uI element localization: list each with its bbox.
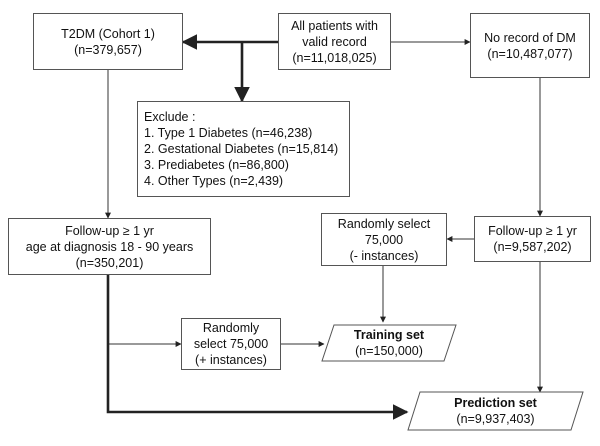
training-set-shape [321, 324, 457, 362]
exclude-other: 4. Other Types (n=2,439) [144, 174, 284, 188]
all-patients-box: All patients with valid record (n=11,018… [278, 13, 391, 70]
followup-nodm-criterion: Follow-up ≥ 1 yr [488, 224, 577, 238]
random-positive-line-1: Randomly [202, 321, 260, 335]
followup-t2dm-count: (n=350,201) [75, 255, 144, 270]
random-negative-line-1: Randomly select [337, 216, 431, 231]
prediction-set-count: (n=9,937,403) [456, 412, 535, 426]
followup-t2dm-criterion: Follow-up ≥ 1 yr [65, 223, 154, 238]
random-positive-box: Randomly select 75,000 (+ instances) [181, 318, 281, 370]
exclude-prediabetes: 3. Prediabetes (n=86,800) [144, 158, 289, 172]
followup-t2dm-box: Follow-up ≥ 1 yr age at diagnosis 18 - 9… [8, 218, 211, 275]
followup-nodm-box: Follow-up ≥ 1 yr (n=9,587,202) [474, 216, 591, 262]
t2dm-cohort-box: T2DM (Cohort 1) (n=379,657) [33, 13, 183, 70]
all-patients-count: (n=11,018,025) [292, 50, 377, 65]
prediction-set-label: Prediction set (n=9,937,403) [414, 393, 577, 429]
training-set-count: (n=150,000) [355, 344, 423, 358]
exclude-heading: Exclude : [144, 110, 196, 124]
followup-nodm-count: (n=9,587,202) [493, 240, 572, 254]
no-dm-box: No record of DM (n=10,487,077) [470, 13, 590, 78]
random-negative-box: Randomly select 75,000 (- instances) [321, 213, 447, 266]
all-patients-line-1: All patients with [291, 18, 378, 33]
arrow-followup-to-prediction [106, 275, 409, 420]
training-set-label: Training set (n=150,000) [326, 325, 452, 361]
training-set-title: Training set [353, 328, 425, 342]
prediction-set-shape [407, 391, 584, 431]
exclude-type1: 1. Type 1 Diabetes (n=46,238) [144, 126, 313, 140]
random-positive-instances: (+ instances) [195, 353, 267, 367]
t2dm-count: (n=379,657) [74, 42, 142, 57]
no-dm-count: (n=10,487,077) [487, 46, 573, 61]
followup-t2dm-age: age at diagnosis 18 - 90 years [25, 239, 194, 254]
exclude-box: Exclude : 1. Type 1 Diabetes (n=46,238) … [137, 101, 350, 197]
random-negative-instances: (- instances) [349, 248, 419, 263]
exclude-gestational: 2. Gestational Diabetes (n=15,814) [144, 142, 339, 156]
random-negative-count: 75,000 [364, 232, 404, 247]
random-positive-line-2: select 75,000 [193, 337, 269, 351]
no-dm-title: No record of DM [484, 30, 576, 45]
all-patients-line-2: valid record [302, 34, 367, 49]
t2dm-title: T2DM (Cohort 1) [61, 26, 155, 41]
prediction-set-title: Prediction set [454, 396, 537, 410]
